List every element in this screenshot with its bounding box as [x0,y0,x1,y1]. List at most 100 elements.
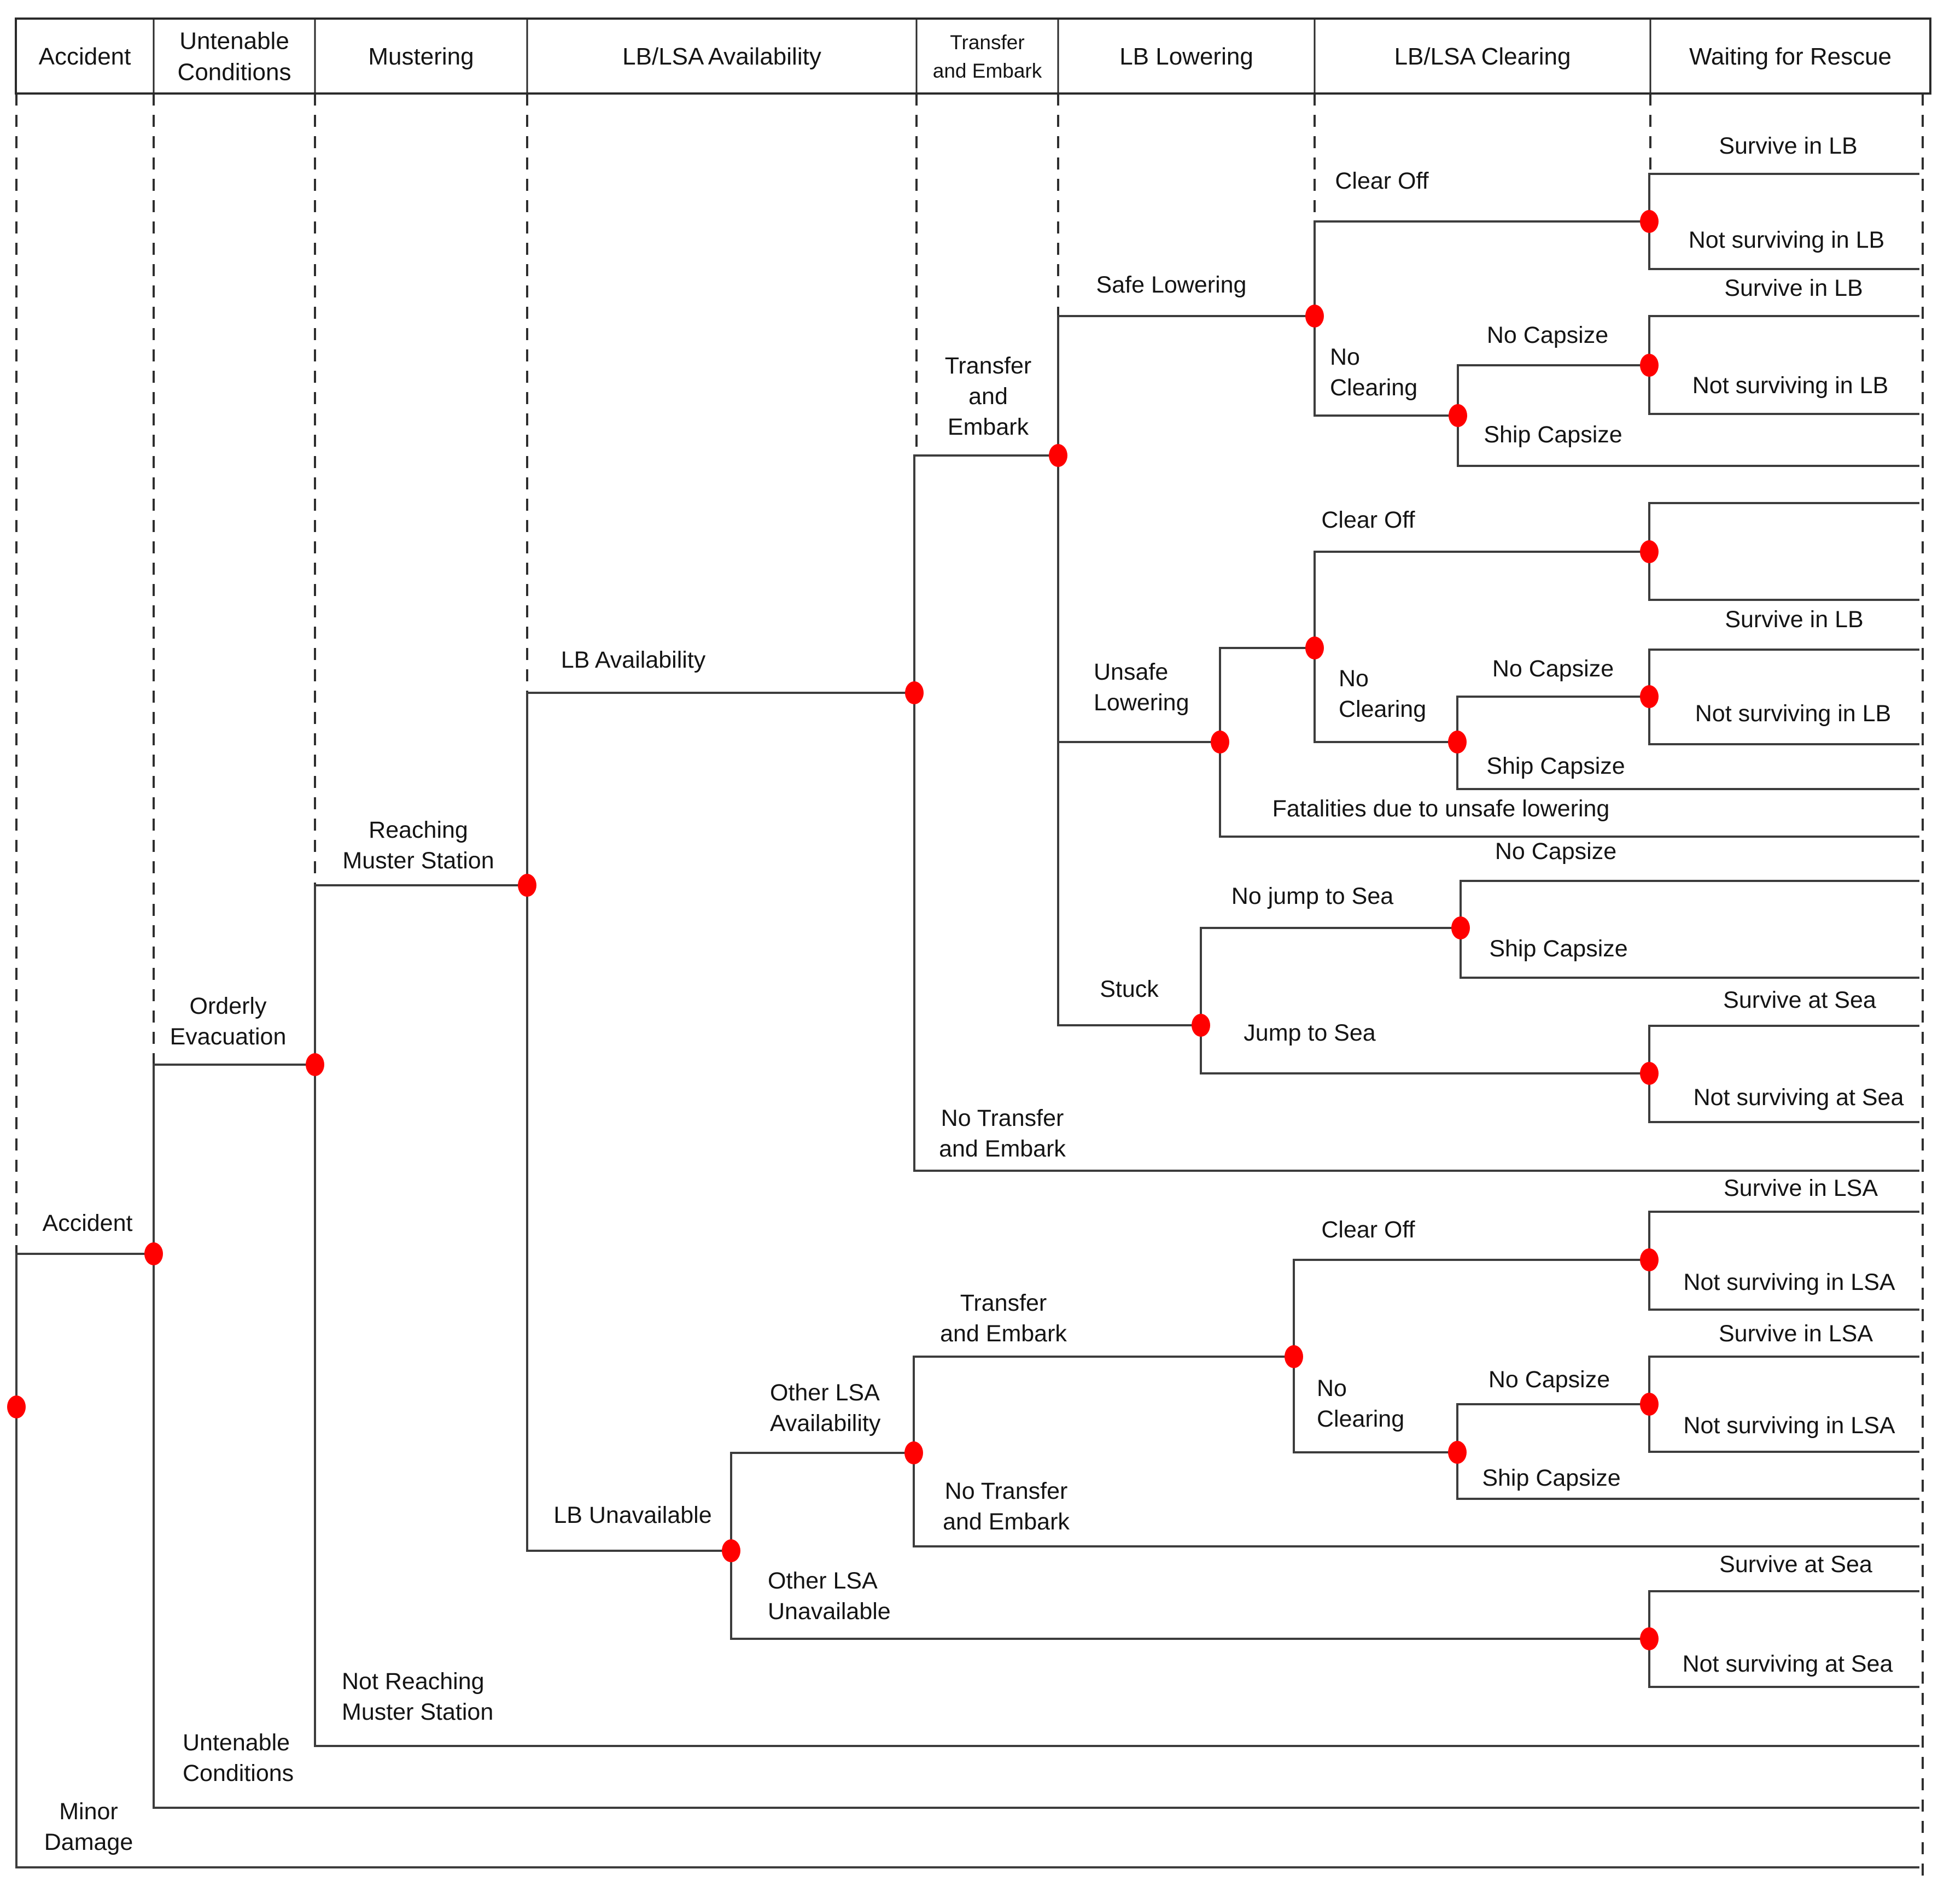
node-dot [1305,636,1324,659]
branch-label: Transfer [960,1290,1047,1316]
node-dot [1449,404,1467,427]
node-dot [1640,354,1659,377]
tree-edge [1460,928,1919,979]
node-dot [1640,685,1659,708]
branch-label: Embark [948,414,1029,440]
node-dot [1640,210,1659,233]
tree-edge [1293,1259,1649,1357]
tree-edge [15,1253,154,1407]
branch-label: Ship Capsize [1484,422,1622,448]
tree-edge [1456,1452,1919,1500]
branch-label: and Embark [939,1136,1066,1162]
node-dot [1640,1248,1659,1271]
tree-edge [1648,1590,1919,1639]
node-dot [1640,1393,1659,1416]
branch-label: No [1330,344,1360,370]
tree-edge [1314,648,1457,743]
branch-label: No Transfer [945,1478,1068,1504]
node-dot [1211,731,1229,754]
branch-label: Survive in LSA [1719,1321,1873,1347]
node-dot [722,1539,740,1562]
branch-label: Availability [770,1410,881,1436]
node-dot [904,1441,923,1464]
tree-edge [1456,742,1919,790]
branch-label: No Transfer [941,1105,1064,1131]
branch-label: Clearing [1330,375,1417,401]
tree-edge [1219,647,1315,742]
header-cell-accident: Accident [39,43,131,70]
branch-label: Not surviving at Sea [1694,1084,1904,1111]
branch-label: Clearing [1339,696,1426,722]
header-cell-lb-lowering: LB Lowering [1119,43,1253,70]
branch-label: Not surviving in LB [1692,372,1889,399]
branch-label: Ship Capsize [1486,753,1625,779]
header-cell-mustering: Mustering [368,43,474,70]
tree-edge [1648,1639,1919,1688]
branch-label: No Capsize [1492,656,1614,682]
branch-label: Clear Off [1321,1217,1415,1243]
branch-label: Clear Off [1321,507,1415,533]
tree-edge [1457,416,1919,467]
tree-edge [1648,1260,1919,1311]
branch-label: LB Availability [561,647,706,673]
branch-label: Clear Off [1335,168,1429,194]
node-dot [1640,540,1659,563]
branch-label: Other LSA [770,1380,880,1406]
branch-label: Not surviving in LSA [1683,1269,1895,1295]
header-cell-lb-lsa-availability: LB/LSA Availability [622,43,821,70]
branch-label: Unavailable [768,1598,891,1625]
branch-label: LB Unavailable [553,1502,711,1528]
header-cell-untenable-conditions: Conditions [178,59,291,86]
node-dot [1305,305,1324,328]
header-frame [15,17,1931,95]
tree-edge [1200,927,1461,1025]
node-dot [1640,1062,1659,1085]
tree-edge [1460,880,1919,928]
tree-edge [526,692,914,885]
node-dot [306,1053,324,1076]
tree-edge [730,1452,914,1551]
header-cell-untenable-conditions: Untenable [179,28,289,55]
tree-edge [1648,1356,1919,1404]
branch-label: Jump to Sea [1244,1020,1375,1046]
header-cell-lb-lsa-clearing: LB/LSA Clearing [1394,43,1571,70]
node-dot [1285,1345,1303,1368]
tree-edge [1456,1403,1649,1452]
node-dot [144,1242,163,1265]
branch-label: Damage [44,1829,133,1855]
tree-edge [1314,316,1458,417]
tree-edge [1648,173,1919,221]
branch-label: No [1339,665,1369,692]
branch-label: Unsafe [1094,659,1168,685]
tree-edge [1057,315,1315,455]
tree-edge [913,1356,1294,1453]
branch-label: No [1317,1375,1347,1401]
branch-label: Clearing [1317,1406,1404,1432]
branch-label: No Capsize [1495,838,1616,865]
tree-edge [1457,364,1649,416]
branch-label: Not surviving in LB [1695,700,1892,727]
tree-edge [15,1407,1919,1868]
tree-edge [913,1453,1919,1547]
tree-edge [1648,221,1919,270]
branch-label: Survive in LB [1719,133,1857,159]
branch-label: Transfer [945,353,1032,379]
branch-label: No jump to Sea [1231,883,1393,909]
branch-label: Accident [43,1210,133,1236]
branch-label: Ship Capsize [1482,1465,1620,1491]
tree-edge [1648,1073,1919,1123]
header-cell-transfer-and-embark: and Embark [933,60,1042,82]
tree-edge [1648,697,1919,745]
tree-edge [153,1254,1919,1809]
tree-edge [730,1551,1649,1640]
branch-label: and Embark [943,1509,1070,1535]
tree-edge [1219,742,1919,838]
branch-label: Survive in LB [1724,275,1863,301]
branch-label: Reaching [369,817,468,843]
tree-edge [1314,551,1649,648]
tree-edge [1314,220,1649,316]
tree-edge [1648,1025,1919,1073]
branch-label: Muster Station [342,848,494,874]
branch-label: Survive at Sea [1719,1551,1872,1578]
